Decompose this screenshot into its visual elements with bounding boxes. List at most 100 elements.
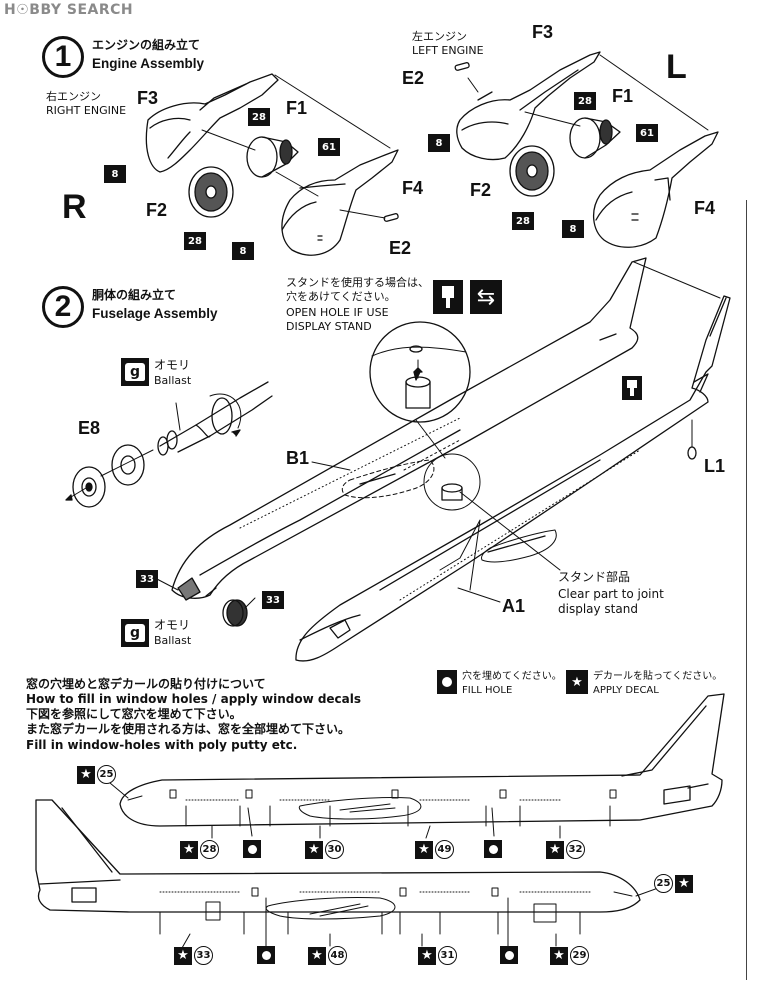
right-engine-label-jp: 右エンジン [46, 90, 101, 103]
part-code-8: 8 [232, 242, 254, 260]
step-2-title-jp: 胴体の組み立て [92, 288, 177, 302]
stand-note-jp-1: スタンドを使用する場合は、 [286, 276, 429, 289]
left-engine-f4-cowl [593, 131, 719, 248]
swap-arrows-icon: ⇆ [470, 280, 502, 314]
part-b1: B1 [286, 448, 310, 468]
part-f2-left: F2 [470, 180, 492, 200]
side-marker-left: L [666, 48, 687, 86]
part-code-33: 33 [262, 591, 284, 609]
decal-number: 30 [325, 840, 344, 859]
tail-ballast-weight [222, 599, 248, 627]
decal-number: 25 [97, 765, 116, 784]
side-marker-right: R [62, 188, 87, 226]
part-e2-left: E2 [402, 68, 425, 88]
right-engine-f3-cowl [145, 73, 279, 173]
step-1-badge: 1 [42, 36, 84, 78]
decal-callout-31: ★ 31 [418, 946, 457, 965]
decal-number: 29 [570, 946, 589, 965]
decal-number: 28 [200, 840, 219, 859]
part-code-61: 61 [636, 124, 658, 142]
left-engine-f1-spinner [569, 117, 621, 159]
part-f3-right: F3 [137, 88, 159, 108]
star-decal-icon: ★ [77, 765, 95, 784]
decal-number: 32 [566, 840, 585, 859]
part-l1: L1 [704, 456, 726, 476]
star-decal-icon: ★ [566, 670, 588, 694]
part-code-28: 28 [512, 212, 534, 230]
weight-icon: g [121, 619, 149, 647]
decal-callout-25: 25 ★ [654, 874, 693, 893]
star-decal-icon: ★ [308, 946, 326, 965]
drill-hole-icon [433, 280, 463, 314]
part-f4-left: F4 [694, 198, 716, 218]
decal-callout-25: ★ 25 [77, 765, 116, 784]
part-f2-right: F2 [146, 200, 168, 220]
clear-part-label-en-2: display stand [558, 602, 638, 616]
star-decal-icon: ★ [550, 946, 568, 965]
star-decal-icon: ★ [180, 840, 198, 859]
decal-callout-28: ★ 28 [180, 840, 219, 859]
decal-callout-48: ★ 48 [308, 946, 347, 965]
part-code-33: 33 [136, 570, 158, 588]
part-code-8: 8 [104, 165, 126, 183]
right-engine-f2-fan [188, 166, 234, 218]
fill-hole-icon [437, 670, 457, 694]
decal-number: 48 [328, 946, 347, 965]
star-decal-icon: ★ [418, 946, 436, 965]
star-decal-icon: ★ [305, 840, 323, 859]
clear-part-label-en-1: Clear part to joint [558, 587, 664, 601]
star-decal-icon: ★ [174, 946, 192, 965]
decal-callout-30: ★ 30 [305, 840, 344, 859]
decal-number: 25 [654, 874, 673, 893]
legend-decal-en: APPLY DECAL [593, 685, 659, 696]
decal-callout-33: ★ 33 [174, 946, 213, 965]
step-1-title-en: Engine Assembly [92, 56, 205, 71]
star-decal-icon: ★ [675, 874, 693, 893]
side-view-right-fuselage [119, 693, 725, 827]
step-2-title-en: Fuselage Assembly [92, 306, 218, 321]
drill-hole-icon [622, 376, 642, 400]
left-engine-label-en: LEFT ENGINE [412, 44, 484, 57]
part-code-28: 28 [248, 108, 270, 126]
stand-hole-detail-small [423, 453, 481, 511]
fill-hole-icon [243, 840, 261, 858]
decal-number: 31 [438, 946, 457, 965]
part-code-61: 61 [318, 138, 340, 156]
window-note-jp-2: 下図を参照にして窓穴を埋めて下さい。 [26, 707, 242, 721]
legend-decal-jp: デカールを貼ってください。 [593, 671, 723, 682]
part-code-28: 28 [574, 92, 596, 110]
watermark-logo: H☉BBY SEARCH [4, 2, 134, 18]
decal-callout-32: ★ 32 [546, 840, 585, 859]
left-engine-f3-cowl [456, 51, 601, 161]
weight-icon: g [121, 358, 149, 386]
part-f3-left: F3 [532, 22, 554, 42]
star-decal-icon: ★ [546, 840, 564, 859]
part-code-28: 28 [184, 232, 206, 250]
page-edge-line [746, 200, 747, 980]
fill-hole-icon [257, 946, 275, 964]
window-note-en-2: Fill in window-holes with poly putty etc… [26, 738, 298, 752]
stand-note-en-2: DISPLAY STAND [286, 320, 372, 333]
star-decal-icon: ★ [415, 840, 433, 859]
legend-fill-jp: 穴を埋めてください。 [462, 671, 562, 682]
decal-number: 33 [194, 946, 213, 965]
step-2-badge: 2 [42, 286, 84, 328]
stand-detail-circle [369, 321, 471, 459]
ballast-label-jp: オモリ [154, 618, 191, 632]
decal-callout-29: ★ 29 [550, 946, 589, 965]
part-e8: E8 [78, 418, 101, 438]
fill-hole-icon [500, 946, 518, 964]
legend-fill-en: FILL HOLE [462, 685, 513, 696]
ballast-label-jp: オモリ [154, 358, 191, 372]
window-note-jp-3: また窓デカールを使用される方は、窓を全部埋めて下さい。 [26, 722, 351, 736]
part-f1-left: F1 [612, 86, 634, 106]
right-engine-f4-cowl [281, 149, 399, 256]
clear-part-label-jp: スタンド部品 [558, 570, 631, 584]
ballast-weights-e8 [65, 444, 154, 508]
part-code-8: 8 [562, 220, 584, 238]
decal-number: 49 [435, 840, 454, 859]
left-engine-label-jp: 左エンジン [412, 30, 467, 43]
step-1-title-jp: エンジンの組み立て [92, 38, 201, 52]
window-note-jp-1: 窓の穴埋めと窓デカールの貼り付けについて [26, 677, 266, 691]
stand-note-jp-2: 穴をあけてください。 [286, 290, 396, 303]
